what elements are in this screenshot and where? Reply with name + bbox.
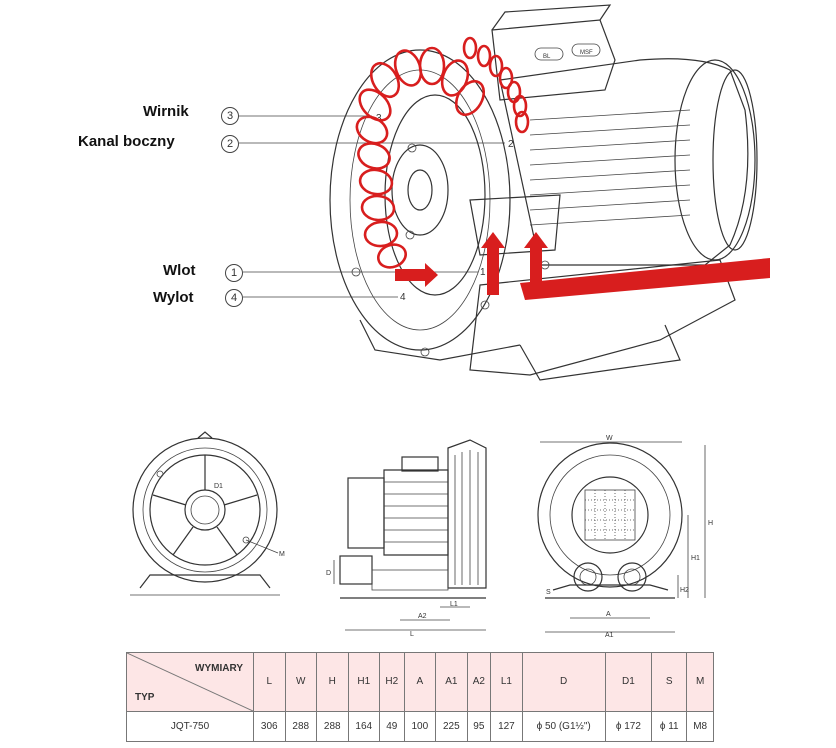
rear-view: W H H1 H2 S A A1 — [537, 435, 713, 639]
dim-label-m: M — [279, 551, 285, 558]
table-row: JQT-750 306 288 288 164 49 100 225 95 12… — [126, 710, 714, 743]
table-cell: ϕ 11 — [651, 710, 688, 743]
column-header: M — [686, 652, 714, 712]
dim-label-h2: H2 — [680, 587, 689, 594]
table-cell: 306 — [253, 710, 286, 743]
plate-label-1: BL — [543, 54, 551, 60]
table-cell: ϕ 172 — [604, 710, 653, 743]
plate-label-2: MSF — [580, 50, 593, 56]
table-cell: 164 — [347, 710, 380, 743]
column-header: H — [316, 652, 349, 712]
table-header-row: WYMIARY TYP L W H H1 H2 A A1 A2 L1 D D1 … — [126, 652, 714, 712]
column-header: W — [284, 652, 317, 712]
airflow-spiral — [355, 36, 530, 269]
column-header: D — [521, 652, 606, 712]
column-header: H1 — [347, 652, 380, 712]
column-header: A2 — [466, 652, 492, 712]
dim-label-h: H — [708, 520, 713, 527]
dim-label-a: A — [606, 611, 611, 618]
column-header: L — [253, 652, 286, 712]
dim-label-d1: D1 — [214, 483, 223, 490]
dim-label-a2: A2 — [418, 613, 427, 620]
table-cell: M8 — [686, 710, 714, 743]
table-cell: ϕ 50 (G1½") — [521, 710, 606, 743]
dim-label-w: W — [606, 435, 613, 442]
part-number-2: 2 — [508, 139, 514, 150]
dim-label-a1: A1 — [605, 632, 614, 639]
dim-label-l: L — [410, 631, 414, 638]
table-cell: 225 — [435, 710, 468, 743]
dim-label-h1: H1 — [691, 555, 700, 562]
callout-number-4: 4 — [225, 289, 243, 307]
column-header: H2 — [379, 652, 405, 712]
corner-diagonal — [127, 653, 253, 711]
column-header: S — [651, 652, 688, 712]
part-number-4: 4 — [400, 292, 406, 303]
label-kanal-boczny: Kanal boczny — [78, 133, 175, 150]
table-cell: 95 — [466, 710, 492, 743]
header-wymiary: WYMIARY — [195, 663, 243, 674]
dim-label-s: S — [546, 589, 551, 596]
side-view: L A2 L1 D — [326, 439, 487, 638]
label-wylot: Wylot — [153, 289, 194, 306]
dimension-table: WYMIARY TYP L W H H1 H2 A A1 A2 L1 D D1 … — [126, 652, 714, 743]
table-cell: 288 — [284, 710, 317, 743]
label-wirnik: Wirnik — [143, 103, 189, 120]
table-cell: 100 — [403, 710, 437, 743]
part-number-1: 1 — [480, 267, 486, 278]
table-cell: 49 — [379, 710, 405, 743]
column-header: D1 — [604, 652, 653, 712]
table-cell: 288 — [316, 710, 349, 743]
dim-label-d: D — [326, 570, 331, 577]
callout-number-2: 2 — [221, 135, 239, 153]
column-header: L1 — [490, 652, 523, 712]
table-header-corner: WYMIARY TYP — [126, 652, 254, 712]
column-header: A — [403, 652, 437, 712]
dim-label-l1: L1 — [450, 601, 458, 608]
callout-number-1: 1 — [225, 264, 243, 282]
header-typ: TYP — [135, 691, 155, 703]
table-cell: 127 — [490, 710, 523, 743]
cell-typ: JQT-750 — [126, 710, 254, 743]
callout-number-3: 3 — [221, 107, 239, 125]
column-header: A1 — [435, 652, 468, 712]
front-view: D1 M — [130, 431, 285, 596]
airflow-arrows — [395, 232, 770, 300]
label-wlot: Wlot — [163, 262, 196, 279]
exploded-view: 3 2 1 4 BL MSF — [329, 4, 770, 381]
part-number-3: 3 — [376, 113, 382, 124]
